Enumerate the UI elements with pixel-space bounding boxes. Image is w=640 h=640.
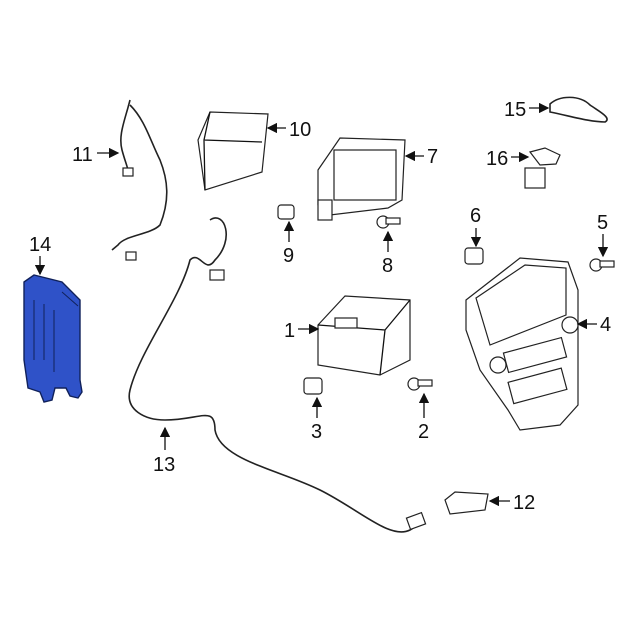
svg-text:13: 13 (153, 454, 175, 476)
svg-text:16: 16 (486, 148, 508, 170)
part-1-receiver[interactable] (317, 295, 411, 376)
svg-text:10: 10 (289, 119, 311, 141)
svg-text:14: 14 (29, 234, 51, 256)
callout-14: 14 (29, 234, 51, 276)
part-6-clip[interactable] (464, 247, 484, 265)
callout-4: 4 (576, 314, 611, 336)
callout-7: 7 (404, 146, 438, 168)
svg-text:4: 4 (600, 314, 611, 336)
part-14-module[interactable] (23, 274, 83, 403)
part-16-sensor[interactable] (524, 147, 561, 189)
callout-13: 13 (153, 426, 175, 476)
svg-text:7: 7 (427, 146, 438, 168)
svg-text:1: 1 (284, 320, 295, 342)
callout-2: 2 (418, 392, 430, 443)
callout-16: 16 (486, 148, 530, 170)
callout-1: 1 (284, 320, 320, 342)
part-10-module[interactable] (197, 111, 269, 191)
part-13-cable[interactable] (128, 217, 427, 533)
svg-text:5: 5 (597, 212, 608, 234)
svg-text:15: 15 (504, 99, 526, 121)
callout-10: 10 (266, 119, 311, 141)
part-3-clip[interactable] (303, 377, 323, 395)
svg-text:12: 12 (513, 492, 535, 514)
callout-5: 5 (597, 212, 609, 258)
callout-6: 6 (470, 205, 482, 248)
part-5-screw[interactable] (589, 258, 615, 272)
part-4-bezel[interactable] (465, 257, 579, 431)
svg-text:3: 3 (311, 421, 322, 443)
callout-9: 9 (283, 220, 295, 267)
svg-text:2: 2 (418, 421, 429, 443)
part-9-clip[interactable] (277, 204, 295, 220)
svg-text:11: 11 (72, 144, 93, 166)
callout-11: 11 (72, 144, 120, 166)
callout-12: 12 (488, 492, 535, 514)
callout-15: 15 (504, 99, 550, 121)
part-8-screw[interactable] (376, 215, 401, 229)
part-2-screw[interactable] (407, 377, 433, 391)
svg-text:8: 8 (382, 255, 393, 277)
callout-3: 3 (311, 396, 323, 443)
part-12-connector[interactable] (444, 491, 489, 515)
part-11-harness[interactable] (111, 99, 168, 261)
svg-text:9: 9 (283, 245, 294, 267)
part-7-display[interactable] (317, 137, 406, 221)
svg-text:6: 6 (470, 205, 481, 227)
callout-8: 8 (382, 230, 394, 277)
part-15-cable[interactable] (549, 96, 608, 123)
